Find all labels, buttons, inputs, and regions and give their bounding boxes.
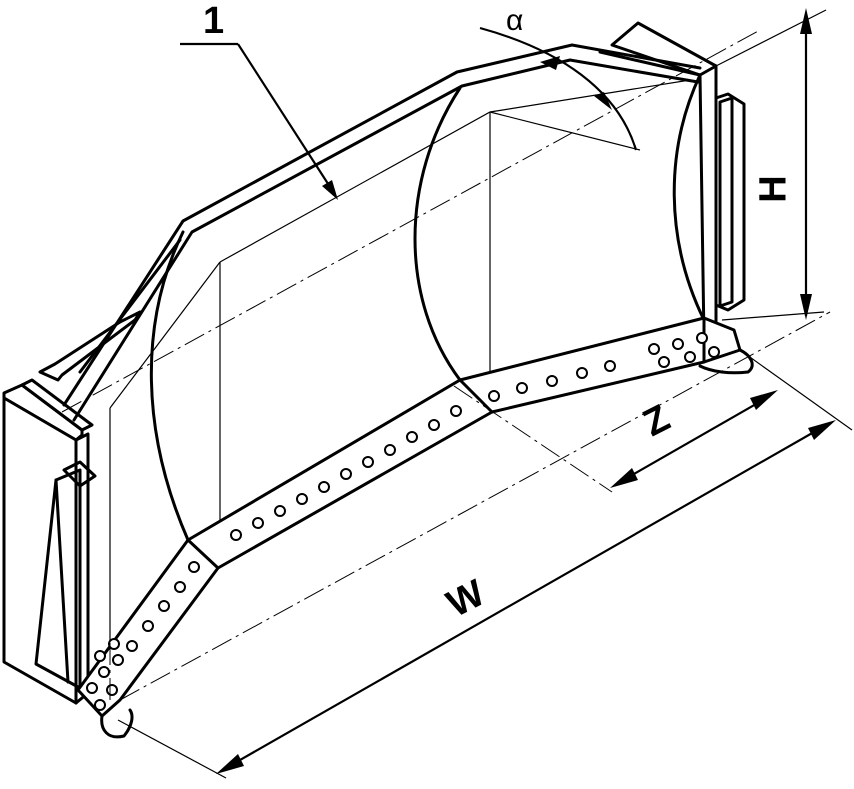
- bolt-holes: [86, 332, 720, 711]
- cutting-edge: [76, 316, 754, 739]
- dimension-z: [610, 390, 778, 488]
- left-end-plate: [2, 310, 142, 705]
- angle-label: α: [506, 4, 524, 37]
- top-stiffener: [62, 43, 702, 422]
- part-number-label: 1: [203, 0, 225, 42]
- dimension-h: [800, 8, 812, 320]
- right-end-plate: [598, 21, 746, 342]
- angle-alpha: [479, 26, 638, 151]
- leader-part-1: [180, 42, 338, 200]
- dimension-w: [216, 420, 836, 774]
- construction-lines: [61, 9, 853, 779]
- height-label: H: [752, 175, 795, 203]
